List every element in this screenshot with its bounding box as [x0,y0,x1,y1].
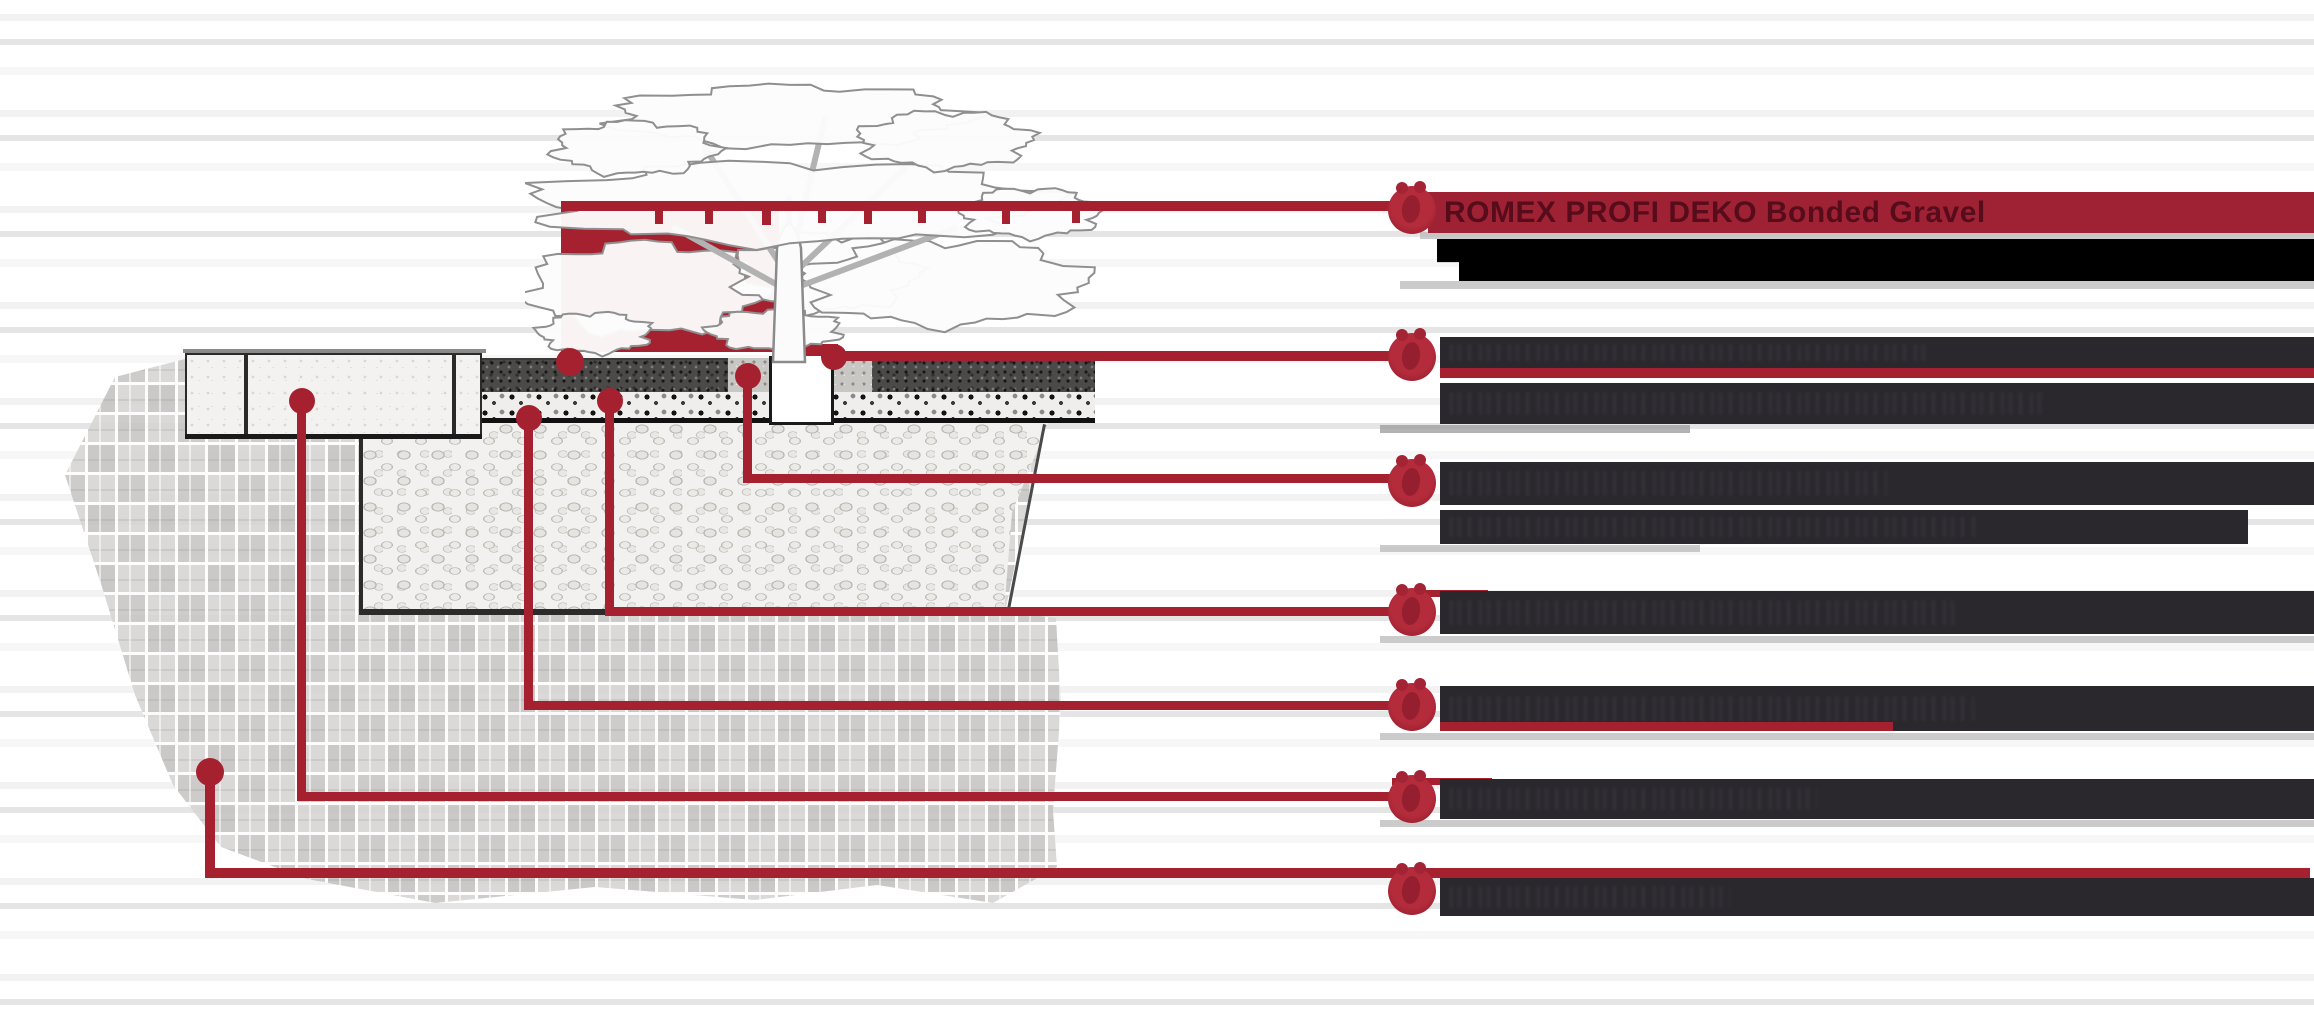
leader-2-horizontal [832,351,1412,361]
label-shadow-band [1380,545,1700,552]
leader-6-vertical [297,400,306,797]
red-drop-icon [1388,584,1436,636]
tree-foliage-blob [531,310,655,358]
red-drop-icon [1388,679,1436,731]
red-drop-icon [1388,771,1436,823]
tree-foliage-blob [855,109,1043,174]
redacted-text [1450,471,1887,496]
leader-1-tick [1072,211,1080,223]
leader-1-tick [705,211,713,224]
leader-6-horizontal [297,792,1412,801]
label-shadow-band [1420,232,2314,239]
red-drop-icon [1388,863,1436,915]
redacted-label-bar [1440,383,2314,424]
concrete-kerb-block [454,353,482,437]
redacted-text [1450,343,1931,362]
redacted-label-bar [1440,591,2314,634]
redacted-label-bar [1440,337,2314,368]
leader-1-tick [762,211,771,225]
tree-pit [769,356,834,425]
leader-7-horizontal [205,868,2310,878]
bonded-gravel-label: ROMEX PROFI DEKO Bonded Gravel [1428,192,2314,233]
kerb-bottom-line [185,434,482,439]
leader-4-vertical [605,400,614,612]
leader-7-vertical [205,770,215,876]
concrete-kerb-block [246,353,454,437]
redacted-text [1450,886,1730,908]
tree-branch [792,225,958,291]
leader-1-horizontal [561,201,1412,211]
leader-1-tick [818,211,826,223]
redacted-label-bar [1440,779,2314,819]
redacted-text [1450,600,1957,625]
leader-1-tick [864,211,872,224]
leader-1-tick [918,211,926,223]
label-underline-partial [1440,722,1893,731]
leader-1-tick [655,211,663,224]
label-shadow-band [1380,733,2314,740]
label-shadow-band [1380,636,2314,643]
concrete-kerb-block [185,353,246,437]
redacted-label-bar [1440,878,2314,916]
redacted-text [1450,787,1818,811]
redacted-text [1450,695,1975,722]
tree-foliage-blob [545,119,730,178]
kerb-top-line [183,349,486,353]
redacted-text [1450,517,1976,537]
cobble-sub-base [360,423,1048,612]
cobble-border [359,423,363,614]
red-drop-icon [1388,455,1436,507]
leader-4-horizontal [605,607,1412,616]
leader-5-vertical [524,417,533,706]
deciduous-tree-sketch [525,82,1109,364]
label-shadow-band [1380,425,1690,433]
label-shadow-band [1400,281,2314,289]
leader-3-vertical [743,375,752,480]
redacted-label-bar [1440,510,2248,544]
redacted-label-bar [1437,239,2314,281]
leader-3-horizontal [743,474,1412,483]
redacted-text [1450,392,2045,415]
leader-1-tick [1002,211,1010,224]
red-drop-icon [1388,329,1436,381]
redacted-label-bar [1440,462,2314,505]
leader-5-horizontal [524,701,1412,710]
red-drop-icon [1388,182,1436,234]
leader-1-dot [556,348,584,376]
label-underline [1440,368,2314,378]
label-shadow-band [1380,820,2314,827]
